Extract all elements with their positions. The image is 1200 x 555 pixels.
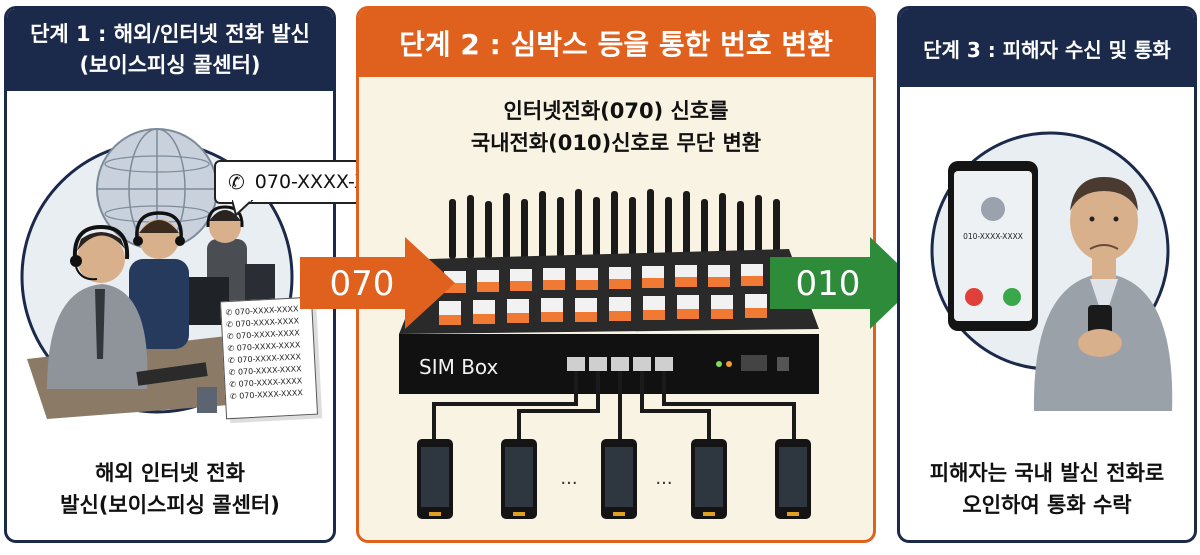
status-leds xyxy=(716,355,789,371)
step1-header: 단계 1 : 해외/인터넷 전화 발신 (보이스피싱 콜센터) xyxy=(7,9,333,91)
accept-call-icon xyxy=(1003,288,1021,306)
step3-header: 단계 3 : 피해자 수신 및 통화 xyxy=(900,9,1194,87)
pen-cup xyxy=(197,387,217,413)
step1-title-line1: 단계 1 : 해외/인터넷 전화 발신 xyxy=(30,22,310,46)
caller-avatar-icon xyxy=(981,197,1005,221)
step1-panel: 단계 1 : 해외/인터넷 전화 발신 (보이스피싱 콜센터) xyxy=(4,6,336,543)
step3-panel: 단계 3 : 피해자 수신 및 통화 010-XXXX-XXXX 피해자 xyxy=(897,6,1197,543)
victim-person xyxy=(1033,177,1173,411)
step3-title: 단계 3 : 피해자 수신 및 통화 xyxy=(923,37,1171,62)
step3-caption-line2: 오인하여 통화 수락 xyxy=(962,493,1132,517)
sim-slot-grid xyxy=(439,264,767,325)
arrow-010: 010 xyxy=(770,237,918,329)
step1-caption-line1: 해외 인터넷 전화 xyxy=(95,461,245,485)
agent-person-1 xyxy=(47,224,148,389)
arrow-070: 070 xyxy=(300,237,455,329)
smartphone-icon xyxy=(601,439,637,519)
simbox-illustration: SIM Box xyxy=(399,189,819,519)
step2-desc-line2: 국내전화(010)신호로 무단 변환 xyxy=(470,131,762,155)
antenna-row xyxy=(449,189,780,259)
step2-title: 단계 2 : 심박스 등을 통한 번호 변환 xyxy=(399,28,833,61)
smartphone-icon xyxy=(501,439,537,519)
agent-person-2 xyxy=(129,211,189,349)
simbox-label: SIM Box xyxy=(419,355,499,379)
ellipsis-right: ··· xyxy=(655,473,672,494)
step2-description: 인터넷전화(070) 신호를 국내전화(010)신호로 무단 변환 xyxy=(359,95,873,159)
bubble-tail xyxy=(232,200,254,216)
arrow-010-label: 010 xyxy=(796,264,861,304)
step2-desc-line1: 인터넷전화(070) 신호를 xyxy=(503,99,729,123)
decline-call-icon xyxy=(965,288,983,306)
step1-caption: 해외 인터넷 전화 발신(보이스피싱 콜센터) xyxy=(7,457,333,521)
step3-caption: 피해자는 국내 발신 전화로 오인하여 통화 수락 xyxy=(900,457,1194,521)
smartphone-icon xyxy=(417,439,453,519)
step2-header: 단계 2 : 심박스 등을 통한 번호 변환 xyxy=(359,9,873,77)
ellipsis-left: ··· xyxy=(560,473,577,494)
smartphone-icon xyxy=(691,439,727,519)
keyboard xyxy=(136,362,208,386)
caller-number: 010-XXXX-XXXX xyxy=(963,232,1023,241)
step1-title-line2: (보이스피싱 콜센터) xyxy=(79,53,261,77)
step1-caption-line2: 발신(보이스피싱 콜센터) xyxy=(60,493,280,517)
ethernet-ports xyxy=(567,357,673,371)
step3-caption-line1: 피해자는 국내 발신 전화로 xyxy=(929,461,1165,485)
usb-cables xyxy=(432,371,796,444)
arrow-070-label: 070 xyxy=(330,264,395,304)
incoming-call-phone: 010-XXXX-XXXX xyxy=(948,161,1038,331)
phone-icon: ✆ xyxy=(228,170,245,194)
victim-illustration: 010-XXXX-XXXX xyxy=(930,131,1173,411)
smartphone-icon xyxy=(775,439,811,519)
